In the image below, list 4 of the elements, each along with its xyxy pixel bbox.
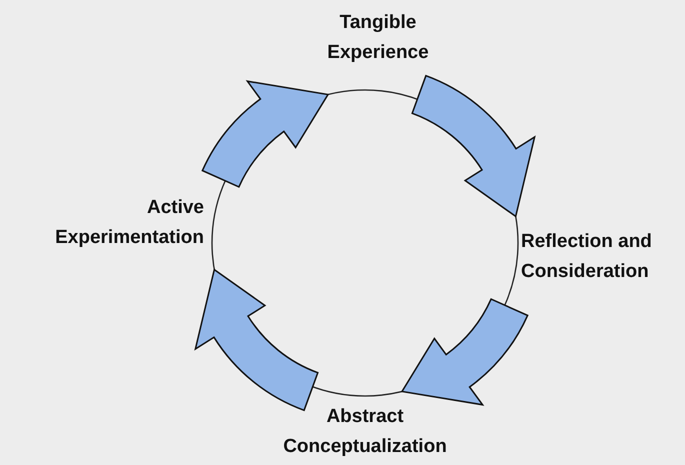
stage-label: Tangible Experience [303,8,453,68]
stage-label: Abstract Conceptualization [262,402,468,462]
stage-label: Active Experimentation [18,193,204,253]
stage-label: Reflection and Consideration [521,227,685,287]
